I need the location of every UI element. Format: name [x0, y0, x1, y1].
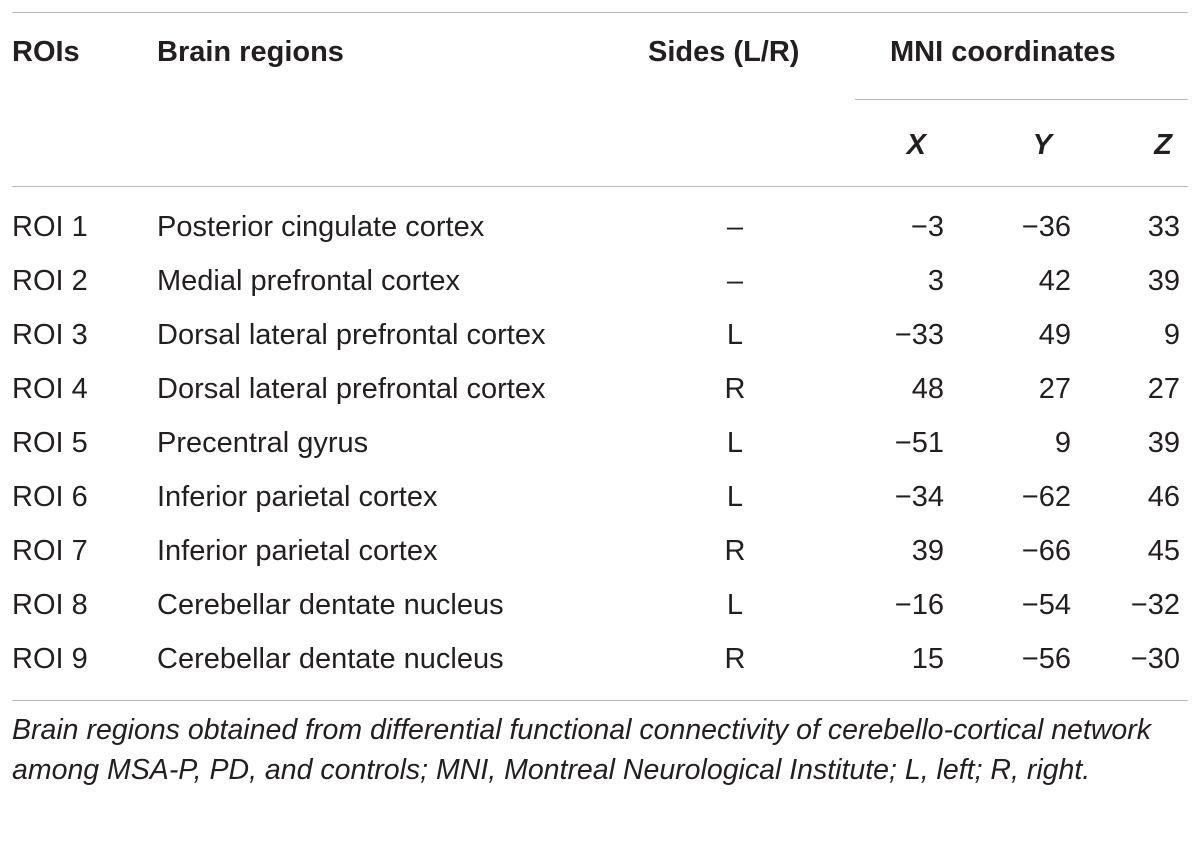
cell-x: 3	[927, 265, 944, 297]
cell-y: 9	[1054, 427, 1071, 459]
header-mni-coordinates: MNI coordinates	[890, 36, 1116, 68]
cell-z: 33	[1147, 211, 1180, 243]
cell-roi: ROI 3	[12, 319, 88, 351]
header-sides: Sides (L/R)	[648, 36, 800, 68]
header-brain-regions: Brain regions	[157, 36, 344, 68]
cell-y: −62	[1021, 481, 1071, 513]
cell-side: –	[726, 211, 744, 243]
cell-z: 9	[1163, 319, 1180, 351]
cell-side: R	[724, 643, 746, 675]
cell-z: 45	[1147, 535, 1180, 567]
cell-side: L	[726, 481, 744, 513]
cell-side: L	[726, 319, 744, 351]
cell-roi: ROI 4	[12, 373, 88, 405]
table-footnote: Brain regions obtained from differential…	[12, 714, 1151, 786]
cell-z: −30	[1130, 643, 1180, 675]
cell-roi: ROI 2	[12, 265, 88, 297]
cell-roi: ROI 8	[12, 589, 88, 621]
cell-y: 27	[1038, 373, 1071, 405]
cell-region: Cerebellar dentate nucleus	[157, 643, 504, 675]
header-x: X	[906, 129, 926, 161]
cell-z: 46	[1147, 481, 1180, 513]
header-bottom-rule	[12, 186, 1188, 187]
cell-y: −54	[1021, 589, 1071, 621]
top-rule	[12, 12, 1188, 13]
mni-group-rule	[855, 99, 1188, 100]
cell-x: −51	[894, 427, 944, 459]
cell-region: Dorsal lateral prefrontal cortex	[157, 373, 546, 405]
cell-side: L	[726, 589, 744, 621]
cell-roi: ROI 6	[12, 481, 88, 513]
cell-side: R	[724, 373, 746, 405]
cell-z: −32	[1130, 589, 1180, 621]
cell-z: 39	[1147, 427, 1180, 459]
cell-x: 48	[911, 373, 944, 405]
cell-roi: ROI 7	[12, 535, 88, 567]
table-bottom-rule	[12, 700, 1188, 701]
cell-x: 15	[911, 643, 944, 675]
cell-y: −66	[1021, 535, 1071, 567]
cell-roi: ROI 5	[12, 427, 88, 459]
cell-y: 49	[1038, 319, 1071, 351]
cell-roi: ROI 9	[12, 643, 88, 675]
cell-x: −33	[894, 319, 944, 351]
cell-x: −3	[910, 211, 944, 243]
cell-y: −56	[1021, 643, 1071, 675]
cell-side: R	[724, 535, 746, 567]
cell-x: −16	[894, 589, 944, 621]
cell-y: 42	[1038, 265, 1071, 297]
cell-region: Inferior parietal cortex	[157, 535, 438, 567]
cell-side: –	[726, 265, 744, 297]
header-y: Y	[1032, 129, 1052, 161]
header-rois: ROIs	[12, 36, 80, 68]
cell-y: −36	[1021, 211, 1071, 243]
header-z: Z	[1154, 129, 1172, 161]
cell-z: 39	[1147, 265, 1180, 297]
cell-region: Precentral gyrus	[157, 427, 369, 459]
cell-x: −34	[894, 481, 944, 513]
cell-z: 27	[1147, 373, 1180, 405]
cell-region: Dorsal lateral prefrontal cortex	[157, 319, 546, 351]
cell-region: Medial prefrontal cortex	[157, 265, 461, 297]
cell-region: Posterior cingulate cortex	[157, 211, 485, 243]
cell-roi: ROI 1	[12, 211, 88, 243]
cell-side: L	[726, 427, 744, 459]
cell-region: Cerebellar dentate nucleus	[157, 589, 504, 621]
cell-x: 39	[911, 535, 944, 567]
cell-region: Inferior parietal cortex	[157, 481, 438, 513]
